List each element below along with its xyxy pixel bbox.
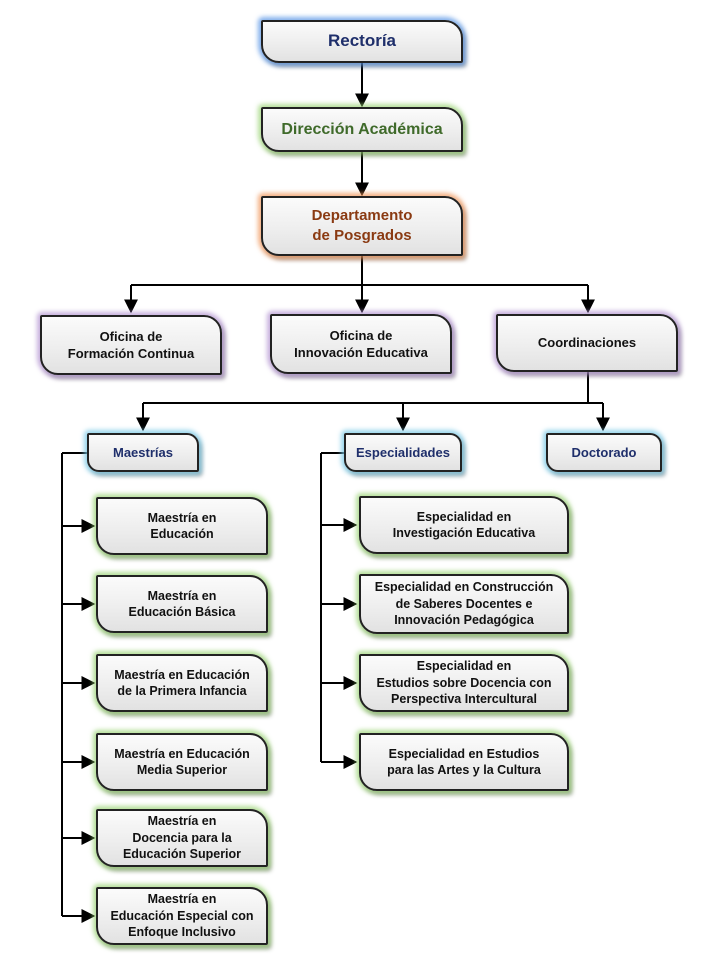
- rectoria-box: Rectoría: [261, 20, 463, 63]
- departamento-line-1: Departamento: [311, 207, 413, 225]
- maestria-4-line-2: Media Superior: [136, 763, 228, 777]
- innovacion-line-1: Oficina de: [329, 327, 393, 343]
- especialidad-3-line-1: Especialidad en: [416, 659, 512, 674]
- maestria-5-line-2: Docencia para la: [132, 830, 232, 845]
- maestria-6-line-3: Enfoque Inclusivo: [128, 925, 236, 940]
- maestrias-header: Maestrías: [87, 433, 199, 472]
- doctorado-header-label: Doctorado: [571, 444, 637, 460]
- rectoria-label: Rectoría: [327, 31, 397, 51]
- maestria-educacion-basica-box: Maestría en Educación Básica: [96, 575, 268, 633]
- especialidad-2-line-2: de Saberes Docentes e: [395, 596, 533, 611]
- direccion-academica-box: Dirección Académica: [261, 107, 463, 152]
- oficina-formacion-continua-box: Oficina de Formación Continua: [40, 315, 222, 375]
- especialidad-3-line-3: Perspectiva Intercultural: [391, 692, 537, 707]
- especialidades-header: Especialidades: [344, 433, 462, 472]
- especialidad-docencia-intercultural-box: Especialidad en Estudios sobre Docencia …: [359, 654, 569, 712]
- especialidad-4-line-2: para las Artes y la Cultura: [387, 763, 541, 777]
- departamento-posgrados-box: Departamento de Posgrados: [261, 196, 463, 256]
- doctorado-header: Doctorado: [546, 433, 662, 472]
- oficina-innovacion-educativa-box: Oficina de Innovación Educativa: [270, 314, 452, 374]
- maestria-1-line-2: Educación: [150, 527, 214, 541]
- maestria-1-line-1: Maestría en: [147, 510, 217, 525]
- maestrias-header-label: Maestrías: [113, 444, 173, 460]
- maestria-3-line-2: de la Primera Infancia: [117, 684, 247, 698]
- especialidades-header-label: Especialidades: [356, 444, 450, 460]
- maestria-educacion-especial-box: Maestría en Educación Especial con Enfoq…: [96, 887, 268, 945]
- especialidad-investigacion-educativa-box: Especialidad en Investigación Educativa: [359, 496, 569, 554]
- innovacion-line-2: Innovación Educativa: [294, 345, 428, 360]
- especialidad-2-line-3: Innovación Pedagógica: [394, 613, 534, 628]
- maestria-2-line-1: Maestría en: [147, 588, 217, 603]
- especialidad-construccion-saberes-box: Especialidad en Construcción de Saberes …: [359, 574, 569, 634]
- formacion-line-2: Formación Continua: [67, 346, 195, 361]
- especialidad-4-line-1: Especialidad en Estudios: [388, 746, 540, 761]
- maestria-6-line-2: Educación Especial con: [110, 908, 254, 923]
- especialidad-1-line-2: Investigación Educativa: [392, 526, 536, 540]
- coordinaciones-label: Coordinaciones: [537, 335, 637, 351]
- maestria-6-line-1: Maestría en: [147, 892, 217, 907]
- formacion-line-1: Oficina de: [99, 328, 163, 344]
- especialidad-2-line-1: Especialidad en Construcción: [374, 580, 554, 595]
- especialidad-1-line-1: Especialidad en: [416, 509, 512, 524]
- maestria-media-superior-box: Maestría en Educación Media Superior: [96, 733, 268, 791]
- maestria-5-line-1: Maestría en: [147, 814, 217, 829]
- especialidad-3-line-2: Estudios sobre Docencia con: [376, 675, 552, 690]
- maestria-docencia-educacion-superior-box: Maestría en Docencia para la Educación S…: [96, 809, 268, 867]
- especialidad-artes-cultura-box: Especialidad en Estudios para las Artes …: [359, 733, 569, 791]
- coordinaciones-box: Coordinaciones: [496, 314, 678, 372]
- maestria-primera-infancia-box: Maestría en Educación de la Primera Infa…: [96, 654, 268, 712]
- maestria-5-line-3: Educación Superior: [122, 847, 242, 862]
- maestria-3-line-1: Maestría en Educación: [114, 667, 250, 682]
- maestria-4-line-1: Maestría en Educación: [114, 746, 250, 761]
- departamento-line-2: de Posgrados: [312, 227, 412, 244]
- direccion-academica-label: Dirección Académica: [281, 120, 443, 138]
- maestria-2-line-2: Educación Básica: [128, 605, 236, 619]
- maestria-educacion-box: Maestría en Educación: [96, 497, 268, 555]
